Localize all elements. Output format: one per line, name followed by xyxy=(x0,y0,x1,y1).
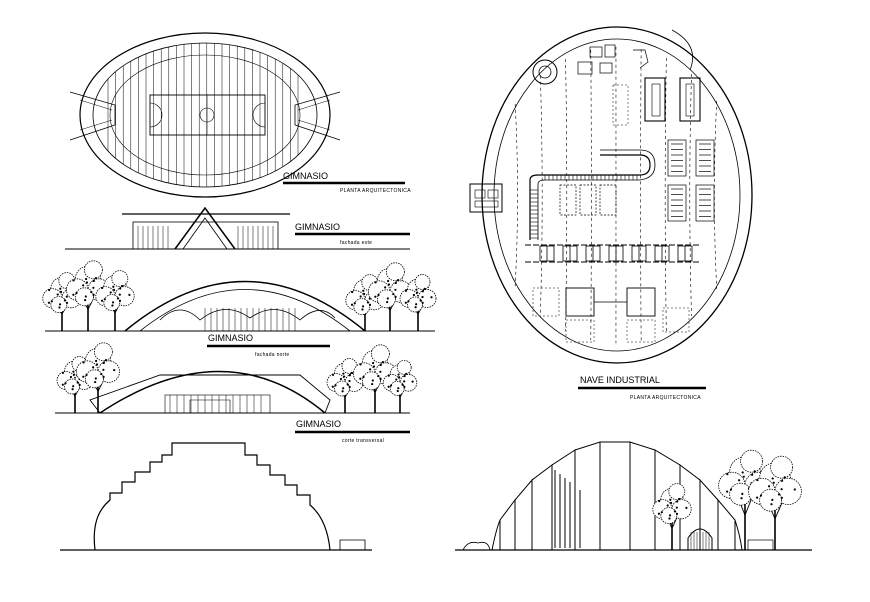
nave-title: NAVE INDUSTRIAL xyxy=(580,375,660,385)
gym-section-subtitle: corte transversal xyxy=(342,438,384,444)
gym-section-title: GIMNASIO xyxy=(296,419,341,429)
gym-east-title-block: GIMNASIO fachada este xyxy=(295,222,410,246)
tree-group xyxy=(56,342,418,413)
tree-group xyxy=(42,260,437,331)
gym-plan-title-block: GIMNASIO PLANTA ARQUITECTONICA xyxy=(283,171,411,194)
gym-east-facade xyxy=(65,206,410,250)
gym-east-title: GIMNASIO xyxy=(295,222,340,232)
fan-building-elevation xyxy=(455,441,812,551)
gym-plan-subtitle: PLANTA ARQUITECTONICA xyxy=(340,188,411,194)
gym-floor-plan xyxy=(69,32,341,198)
gym-east-subtitle: fachada este xyxy=(340,240,372,246)
tree-group xyxy=(652,449,802,550)
stepped-dome-elevation xyxy=(60,442,372,551)
gym-north-facade xyxy=(42,260,437,332)
gym-north-subtitle: fachada norte xyxy=(255,352,289,358)
gym-plan-title: GIMNASIO xyxy=(283,171,328,181)
gym-north-title-block: GIMNASIO fachada norte xyxy=(207,333,330,358)
industrial-hall-plan xyxy=(469,26,753,364)
gym-section-title-block: GIMNASIO corte transversal xyxy=(295,419,410,444)
nave-title-block: NAVE INDUSTRIAL PLANTA ARQUITECTONICA xyxy=(578,375,706,401)
nave-subtitle: PLANTA ARQUITECTONICA xyxy=(630,395,701,401)
gym-cross-section xyxy=(55,342,418,414)
gym-north-title: GIMNASIO xyxy=(208,333,253,343)
